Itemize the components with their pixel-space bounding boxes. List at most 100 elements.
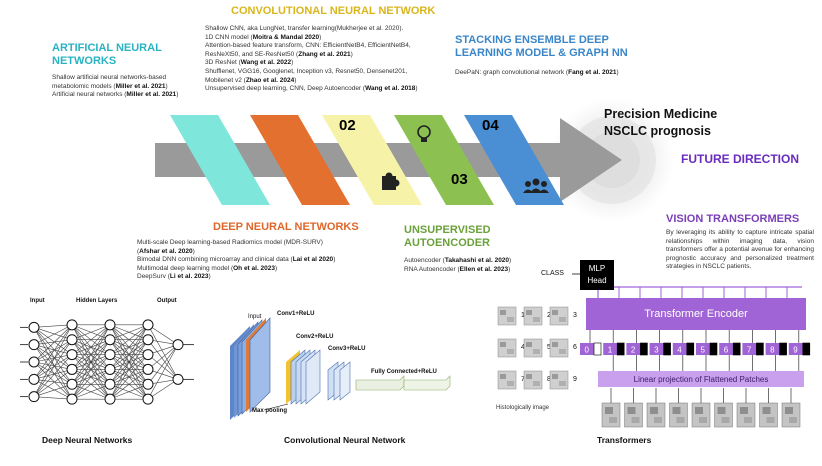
nn-neuron xyxy=(172,339,184,351)
nn-connection xyxy=(33,354,73,380)
histology-patch xyxy=(523,370,543,390)
patch-texture xyxy=(744,417,752,423)
position-embedding xyxy=(626,343,641,355)
patch-number: 6 xyxy=(573,344,577,351)
nn-connection xyxy=(33,369,73,380)
token-number: 4 xyxy=(677,346,682,355)
nn-neuron xyxy=(142,363,154,375)
puzzle-icon xyxy=(382,172,400,190)
nn-connection xyxy=(71,354,111,400)
patch-embedding xyxy=(663,342,671,356)
nn-hidden-label: Hidden Layers xyxy=(76,298,118,304)
patch-texture xyxy=(559,349,566,354)
nn-connection xyxy=(33,369,73,397)
nn-connection xyxy=(33,327,73,370)
stacking-title: STACKING ENSEMBLE DEEP LEARNING MODEL & … xyxy=(455,34,628,59)
nn-connection xyxy=(147,344,179,370)
nn-connection xyxy=(33,379,73,385)
nn-neuron xyxy=(142,319,154,331)
patch-embedding xyxy=(640,342,648,356)
nn-connection xyxy=(147,354,179,380)
vit-title: VISION TRANSFORMERS xyxy=(666,213,800,225)
histology-patch xyxy=(549,306,569,326)
step-number-02: 02 xyxy=(339,117,356,134)
ann-refs: Shallow artificial neural networks-based… xyxy=(52,74,179,99)
step-number-04: 04 xyxy=(482,117,499,134)
token-number: 7 xyxy=(747,346,752,355)
histology-patch xyxy=(523,306,543,326)
patch-texture xyxy=(762,407,771,414)
nn-output-label: Output xyxy=(157,298,177,304)
position-embedding xyxy=(672,343,687,355)
nn-neuron xyxy=(66,349,78,361)
nn-neuron xyxy=(142,334,154,346)
band-dnn xyxy=(250,115,350,205)
input-patch xyxy=(736,402,756,428)
input-patch xyxy=(669,402,688,428)
precision-medicine-title: Precision Medicine NSCLC prognosis xyxy=(604,107,718,138)
nn-connection xyxy=(33,339,73,380)
histology-patch xyxy=(497,338,517,358)
nn-connection xyxy=(33,344,73,355)
nn-neuron xyxy=(28,356,40,368)
patch-texture xyxy=(526,342,532,347)
patch-texture xyxy=(533,317,540,322)
cnn-ref-line: 3D ResNet (Wang et al. 2022) xyxy=(205,59,294,67)
cnn-diagram xyxy=(230,317,451,420)
patch-embedding xyxy=(756,342,764,356)
nn-connection xyxy=(33,339,73,397)
nn-neuron xyxy=(66,334,78,346)
vit-description: By leveraging its ability to capture int… xyxy=(666,229,814,271)
nn-connection xyxy=(71,324,111,385)
position-embedding xyxy=(603,343,618,355)
nn-connection xyxy=(71,324,111,400)
nn-neuron xyxy=(104,393,116,405)
transformer-encoder-box: Transformer Encoder xyxy=(586,298,806,330)
input-patch xyxy=(691,402,711,428)
nn-connection xyxy=(71,339,111,400)
input-patch xyxy=(759,402,778,428)
nn-neuron xyxy=(142,349,154,361)
nn-connection xyxy=(71,324,111,340)
nn-connection xyxy=(147,344,179,400)
nn-neuron xyxy=(142,378,154,390)
nn-connection xyxy=(33,327,73,355)
patch-texture xyxy=(789,417,797,423)
mlp-head-box: MLP Head xyxy=(580,260,614,290)
nn-neuron xyxy=(104,363,116,375)
nn-neuron xyxy=(66,363,78,375)
nn-connection xyxy=(109,324,149,400)
token-number: 1 xyxy=(608,346,613,355)
position-embedding xyxy=(765,343,780,355)
token-number: 0 xyxy=(585,346,590,355)
nn-neuron xyxy=(28,321,40,333)
nn-neuron xyxy=(172,373,184,385)
patch-texture xyxy=(631,417,640,423)
histology-patch xyxy=(523,338,543,358)
patch-texture xyxy=(552,374,558,379)
patch-texture xyxy=(609,417,617,423)
stacking-refs: DeePaN: graph convolutional network (Fan… xyxy=(455,69,619,76)
nn-connection xyxy=(33,339,73,345)
cnn-conv1-label: Conv1+ReLU xyxy=(277,311,315,317)
linear-projection-box: Linear projection of Flattened Patches xyxy=(598,371,804,387)
token-number: 9 xyxy=(793,346,798,355)
cnn-conv2-label: Conv2+ReLU xyxy=(296,334,334,340)
nn-connection xyxy=(33,327,73,385)
autoencoder-refs: Autoencoder (Takahashi et al. 2020) RNA … xyxy=(404,257,512,273)
cnn-ref-line: Mobilenet v2 (Zhao et al. 2024) xyxy=(205,76,297,84)
token-number: 3 xyxy=(654,346,659,355)
input-patch xyxy=(624,402,643,428)
patch-texture xyxy=(717,407,726,414)
patch-number: 8 xyxy=(547,376,551,383)
position-embedding xyxy=(788,343,803,355)
cnn-ref-line: ResNeXt50, and SE-ResNet50 (Zhang et al.… xyxy=(205,50,353,58)
patch-texture xyxy=(559,381,566,386)
patch-number: 4 xyxy=(521,344,525,351)
band-ann xyxy=(170,115,270,205)
nn-neuron xyxy=(66,319,78,331)
patch-texture xyxy=(676,417,685,423)
nn-connection xyxy=(33,344,73,370)
patch-texture xyxy=(627,407,636,414)
transformers-caption: Transformers xyxy=(597,435,652,445)
